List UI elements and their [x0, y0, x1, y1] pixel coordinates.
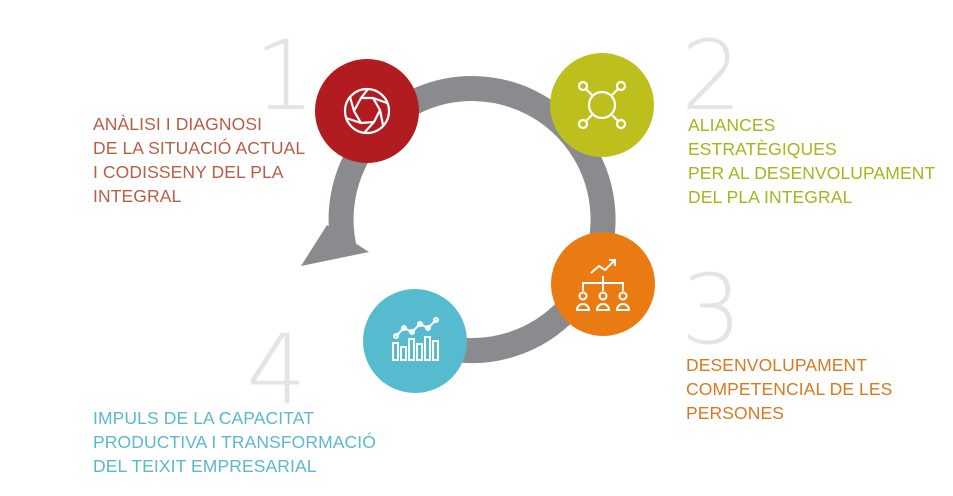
step-4-label-line: IMPULS DE LA CAPACITAT	[93, 408, 315, 428]
step-3-node	[551, 232, 655, 336]
step-3-label: DESENVOLUPAMENT COMPETENCIAL DE LES PERS…	[686, 353, 892, 425]
step-1-label-line: I CODISSENY DEL PLA	[93, 162, 284, 182]
step-1-label-line: ANÀLISI I DIAGNOSI	[93, 114, 263, 134]
network-hub-icon	[577, 80, 627, 130]
step-2-label-line: ALIANCES	[688, 115, 776, 135]
cycle-arrow-head	[301, 225, 369, 266]
team-growth-icon	[575, 259, 631, 311]
step-1-label: ANÀLISI I DIAGNOSI DE LA SITUACIÓ ACTUAL…	[93, 112, 305, 208]
step-2-number: 2	[681, 20, 743, 132]
step-2-label-line: PER AL DESENVOLUPAMENT	[688, 163, 936, 183]
step-1-node	[315, 59, 419, 163]
step-4-label-line: DEL TEIXIT EMPRESARIAL	[93, 456, 317, 476]
step-4-node	[363, 289, 467, 393]
step-2-node	[550, 53, 654, 157]
step-4-number: 4	[246, 314, 308, 426]
step-3-label-line: PERSONES	[686, 403, 785, 423]
aperture-icon	[343, 87, 391, 135]
step-1-label-line: INTEGRAL	[93, 186, 182, 206]
step-2-label: ALIANCES ESTRATÈGIQUES PER AL DESENVOLUP…	[688, 113, 935, 209]
step-3-number: 3	[681, 254, 743, 366]
bar-chart-trend-icon	[392, 317, 439, 361]
step-4-label: IMPULS DE LA CAPACITAT PRODUCTIVA I TRAN…	[93, 406, 376, 478]
step-1-number: 1	[254, 20, 316, 132]
step-2-label-line: DEL PLA INTEGRAL	[688, 187, 853, 207]
step-3-label-line: DESENVOLUPAMENT	[686, 355, 868, 375]
step-4-label-line: PRODUCTIVA I TRANSFORMACIÓ	[93, 432, 376, 452]
step-2-label-line: ESTRATÈGIQUES	[688, 139, 837, 159]
step-1-label-line: DE LA SITUACIÓ ACTUAL	[93, 138, 306, 158]
step-3-label-line: COMPETENCIAL DE LES	[686, 379, 893, 399]
